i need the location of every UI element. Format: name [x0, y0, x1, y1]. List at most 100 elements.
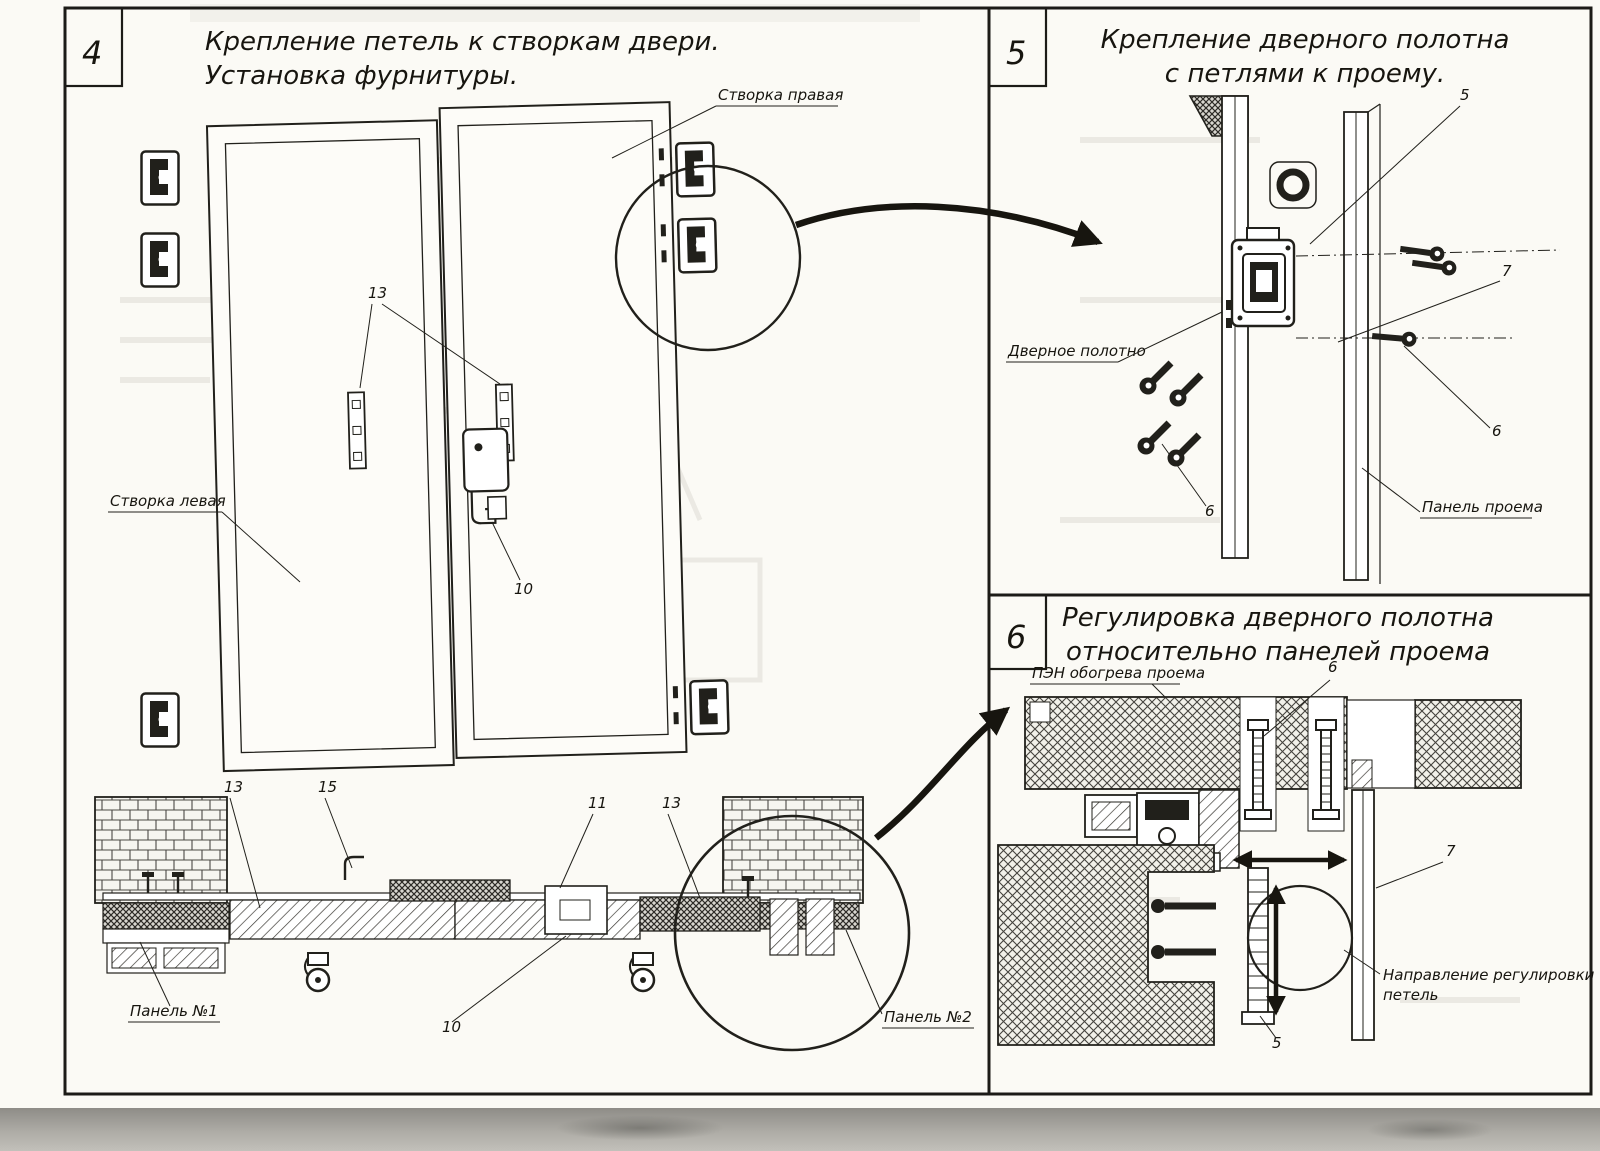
bracket-15	[343, 855, 364, 880]
hinge-icon	[676, 217, 718, 274]
label-opening-panel: Панель проема	[1422, 498, 1543, 516]
panel-6-title-line2: относительно панелей проема	[1066, 637, 1490, 667]
ref-6-leader	[1263, 679, 1331, 737]
label-direction-line1: Направление регулировки	[1383, 966, 1595, 984]
screw-icon	[1371, 328, 1418, 348]
label-door-leaf: Дверное полотно	[1007, 342, 1146, 360]
label-left-leaf: Створка левая	[110, 492, 226, 510]
label-heater: ПЭН обогрева проема	[1032, 664, 1205, 682]
door-bottom-left-segment	[229, 899, 456, 940]
panel-4-title-line2: Установка фурнитуры.	[205, 61, 518, 91]
ref-11: 11	[588, 794, 607, 812]
ref-6-left-leader	[1161, 443, 1207, 507]
wall-bolts	[1151, 899, 1216, 959]
label-door-leaf-leader	[1006, 311, 1223, 363]
brick-wall-right	[722, 796, 864, 904]
panel-5-title-line2: с петлями к проему.	[1165, 59, 1445, 89]
panel-5-number: 5	[1006, 34, 1026, 72]
panel-6-title-line1: Регулировка дверного полотна	[1062, 603, 1494, 633]
ref-5-leader	[1259, 1015, 1277, 1039]
ref-6-left: 6	[1205, 502, 1215, 520]
hinge-icon	[140, 150, 180, 206]
attached-hinges	[658, 141, 730, 736]
joint-post	[805, 898, 835, 956]
rail-bolts	[142, 872, 754, 897]
label-opening-panel-leader	[1361, 467, 1532, 519]
hinge-screw-marks	[658, 148, 679, 725]
label-right-leaf: Створка правая	[718, 86, 843, 104]
panel-5-number-box	[987, 6, 1048, 88]
screw-icon	[1168, 435, 1200, 467]
adjustment-loop	[1246, 884, 1354, 992]
loose-hinge-icons	[140, 150, 180, 748]
panel-5-title-line1: Крепление дверного полотна	[1101, 25, 1510, 55]
panel1-insert	[163, 947, 219, 969]
ref-6-right: 6	[1492, 422, 1502, 440]
door-bottom-end-segment	[639, 896, 761, 932]
connector-inner	[559, 899, 591, 921]
panel1-section	[102, 902, 230, 930]
ref-5-leader	[1309, 105, 1461, 245]
label-panel2: Панель №2	[884, 1008, 972, 1026]
ref-13-leaders	[359, 303, 501, 389]
ref-15-leader	[324, 797, 353, 869]
joint-post	[769, 898, 799, 956]
panel-4-title-line1: Крепление петель к створкам двери.	[205, 27, 720, 57]
panel-4-number-box	[63, 6, 124, 88]
bottom-cross-section	[94, 796, 864, 993]
ref-13-plates: 13	[368, 284, 387, 302]
ref-13-bottom-left: 13	[224, 778, 243, 796]
detail-arrow-to-panel5	[794, 203, 1103, 247]
connector-box	[544, 885, 608, 935]
ref-13-bottom-right: 13	[662, 794, 681, 812]
ref-6: 6	[1328, 658, 1338, 676]
sheet-frame	[63, 6, 1593, 1096]
door-handle	[1269, 161, 1317, 209]
caster-wheel	[303, 952, 331, 993]
ref-15: 15	[318, 778, 337, 796]
threshold-block	[389, 879, 511, 902]
detail-circle-joint	[673, 814, 911, 1052]
screw-icon	[1140, 363, 1172, 395]
panel1-insert	[111, 947, 157, 969]
right-panel-section	[1351, 789, 1375, 1041]
hinge-plate-left	[347, 391, 367, 470]
hinge-icon	[140, 692, 180, 748]
ref-5: 5	[1460, 86, 1470, 104]
heater-block-left	[1024, 696, 1348, 790]
wall-panel-section	[997, 844, 1215, 1046]
detail-arrow-to-panel6	[873, 706, 1011, 841]
door-leaves	[205, 101, 730, 773]
latch-mechanism	[462, 427, 510, 525]
heater-block-detail	[1029, 701, 1051, 723]
label-panel1-leader	[128, 941, 220, 1023]
panel-6-number: 6	[1006, 618, 1026, 656]
ref-11-leader	[559, 813, 594, 889]
ref-13-br-leader	[667, 813, 701, 899]
panel-4: 4 Крепление петель к створкам двери. Уст…	[63, 6, 1103, 1052]
vertical-bolt-column	[1241, 867, 1275, 1025]
ref-6-right-leader	[1403, 345, 1491, 429]
ref-13-bl-leader	[229, 797, 261, 909]
panel1-strip	[102, 928, 230, 944]
label-panel2-leader	[845, 929, 974, 1029]
ref-7-leader	[1375, 861, 1444, 889]
caster-wheel	[628, 952, 656, 993]
ref-7: 7	[1446, 842, 1456, 860]
panel-5: 5 Крепление дверного полотна с петлями к…	[987, 6, 1561, 584]
hinge-assembly-detail	[1230, 227, 1296, 328]
ref-10-leader	[491, 521, 521, 581]
ref-10-bottom: 10	[442, 1018, 461, 1036]
panel-4-number: 4	[82, 34, 102, 72]
ref-7: 7	[1502, 262, 1512, 280]
panel-6-number-box	[987, 593, 1048, 671]
detail-circle-hinges	[614, 164, 802, 352]
gap-insert	[1351, 759, 1373, 789]
paper-edge-shadow	[0, 1108, 1600, 1151]
screw-icon	[1399, 241, 1446, 263]
label-direction-leader	[1343, 949, 1381, 975]
label-left-leaf-leader	[108, 511, 301, 583]
hinge-icon	[688, 679, 730, 736]
heater-block-right	[1414, 699, 1522, 789]
